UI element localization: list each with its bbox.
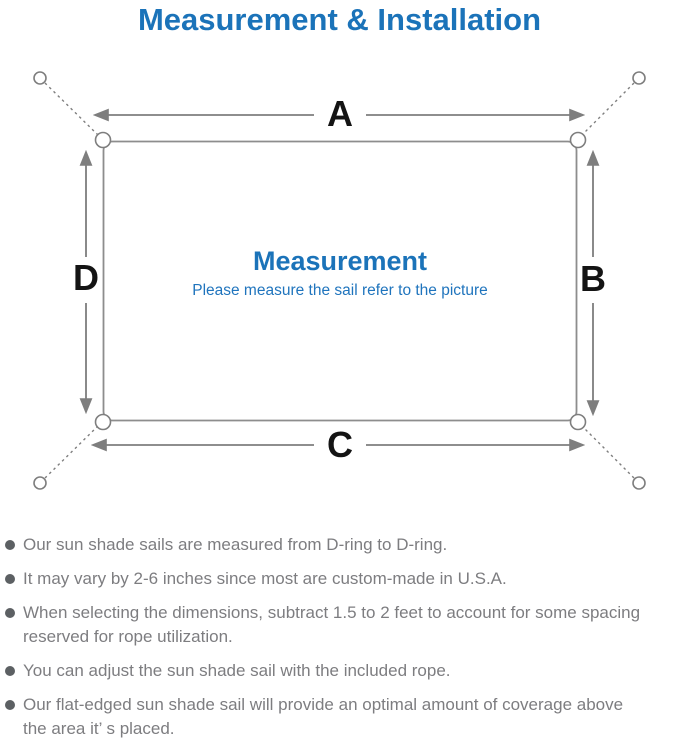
note-text: It may vary by 2-6 inches since most are… xyxy=(23,569,507,588)
list-item: You can adjust the sun shade sail with t… xyxy=(5,659,679,683)
anchor-ring-bottom-left-icon xyxy=(33,476,47,490)
list-item: Our flat-edged sun shade sail will provi… xyxy=(5,693,679,741)
anchor-ring-top-left-icon xyxy=(33,71,47,85)
bullet-dot-icon xyxy=(5,540,15,550)
d-ring-bottom-left-icon xyxy=(94,413,112,431)
note-text: Our sun shade sails are measured from D-… xyxy=(23,535,448,554)
d-ring-top-right-icon xyxy=(569,131,587,149)
bullet-dot-icon xyxy=(5,666,15,676)
note-text: When selecting the dimensions, subtract … xyxy=(23,603,641,646)
bullet-dot-icon xyxy=(5,608,15,618)
page-header: Measurement & Installation xyxy=(0,0,679,55)
anchor-ring-bottom-right-icon xyxy=(632,476,646,490)
list-item: It may vary by 2-6 inches since most are… xyxy=(5,567,679,591)
d-ring-top-left-icon xyxy=(94,131,112,149)
rope-dashed-line-top-right xyxy=(580,82,635,137)
diagram-center-subtitle: Please measure the sail refer to the pic… xyxy=(192,282,488,299)
rope-dashed-line-bottom-left xyxy=(44,424,100,479)
anchor-ring-top-right-icon xyxy=(632,71,646,85)
sail-rectangle xyxy=(102,140,578,422)
diagram-center-title: Measurement xyxy=(253,246,427,276)
dim-label-a: A xyxy=(327,93,353,134)
bullet-dot-icon xyxy=(5,574,15,584)
list-item: Our sun shade sails are measured from D-… xyxy=(5,533,679,557)
d-ring-bottom-right-icon xyxy=(569,413,587,431)
measurement-diagram: A C D B Measurement Please measure the s… xyxy=(0,55,679,520)
dim-label-c: C xyxy=(327,424,353,465)
note-text: You can adjust the sun shade sail with t… xyxy=(23,661,451,680)
dim-label-d: D xyxy=(73,257,99,298)
note-text: Our flat-edged sun shade sail will provi… xyxy=(23,695,624,738)
dim-label-b: B xyxy=(580,258,606,299)
notes-list: Our sun shade sails are measured from D-… xyxy=(0,520,679,741)
rope-dashed-line-bottom-right xyxy=(580,424,635,479)
rope-dashed-line-top-left xyxy=(44,82,100,137)
page-title: Measurement & Installation xyxy=(137,2,542,37)
bullet-dot-icon xyxy=(5,700,15,710)
measurement-diagram-svg: A C D B Measurement Please measure the s… xyxy=(33,71,646,490)
list-item: When selecting the dimensions, subtract … xyxy=(5,601,679,649)
